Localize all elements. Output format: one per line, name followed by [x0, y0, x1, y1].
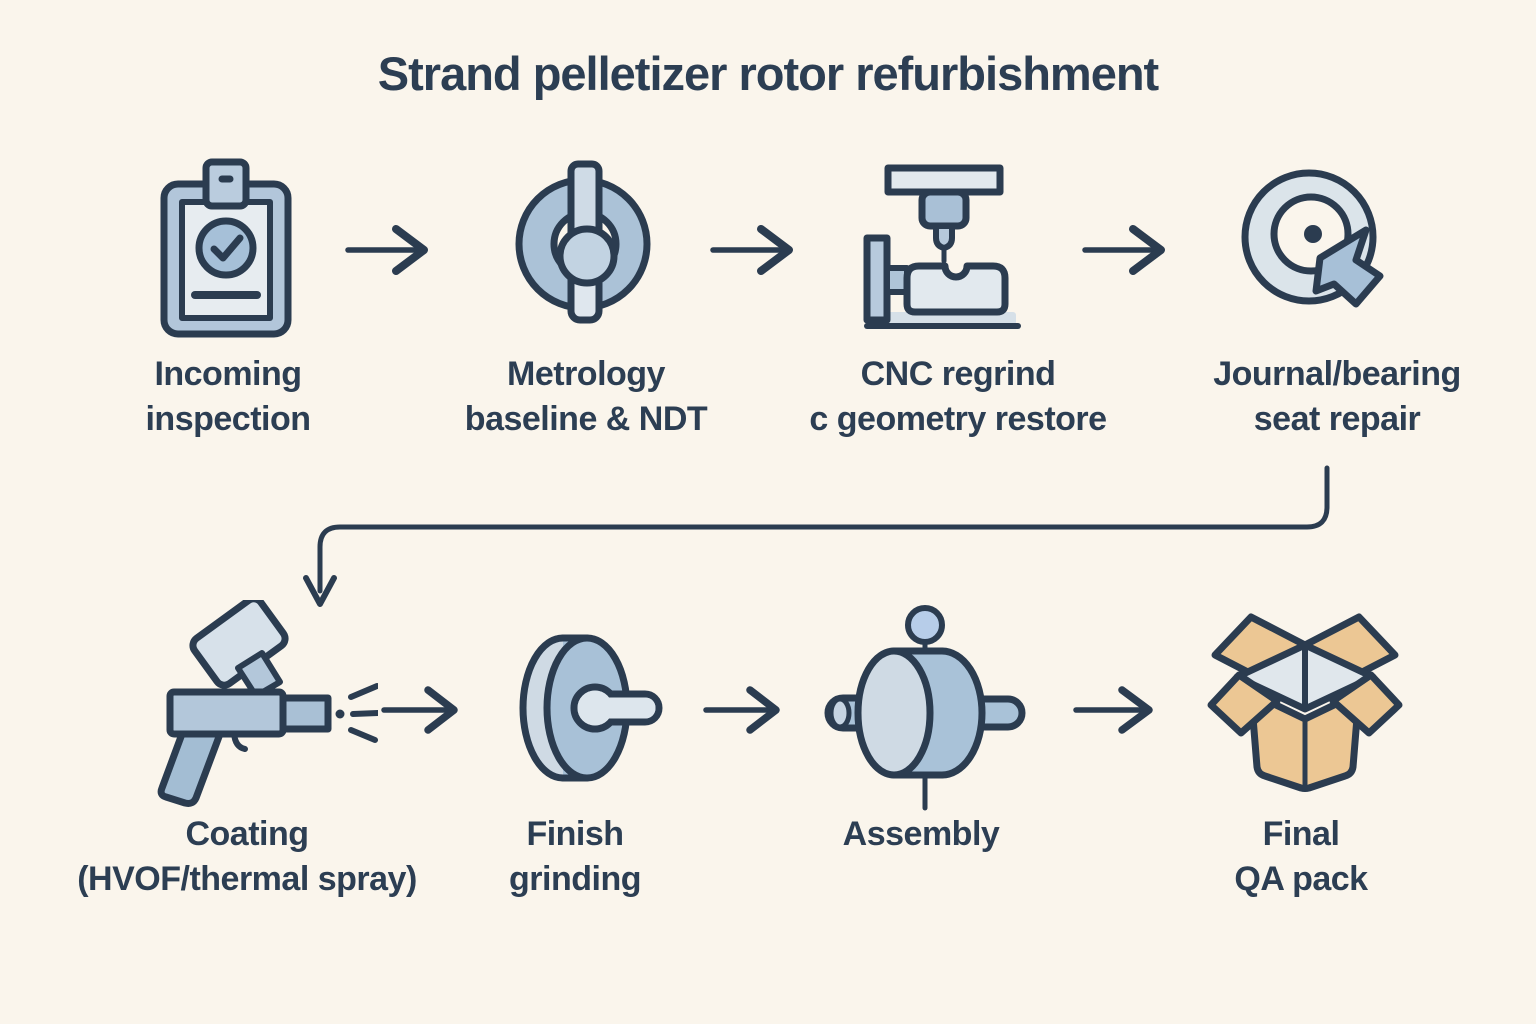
flow-arrow-icon [381, 686, 458, 734]
rotor-dial-indicator-icon [515, 160, 651, 324]
step-label-incoming-inspection: Incoming inspection [145, 355, 311, 438]
flow-arrow-icon [345, 225, 428, 275]
flow-arrow-icon [1082, 225, 1165, 275]
flow-arrow-icon [710, 225, 793, 275]
spray-gun-icon [157, 600, 378, 807]
clipboard-check-icon [160, 158, 292, 338]
step-label-final-qa-pack: Final QA pack [1234, 815, 1368, 898]
bearing-seat-repair-icon [1241, 169, 1384, 308]
rotor-assembly-icon [824, 605, 1026, 811]
step-label-coating: Coating (HVOF/thermal spray) [77, 815, 417, 898]
diagram-title: Strand pelletizer rotor refurbishment [377, 47, 1159, 100]
step-label-metrology: Metrology baseline & NDT [464, 355, 708, 438]
step-label-finish-grinding: Finish grinding [509, 815, 641, 898]
cnc-mill-icon [863, 164, 1021, 329]
step-label-cnc-regrind: CNC regrind c geometry restore [809, 355, 1107, 438]
step-label-assembly: Assembly [842, 815, 1000, 853]
flow-arrow-icon [1073, 686, 1153, 734]
flow-arrow-icon [703, 686, 780, 734]
step-label-journal-bearing: Journal/bearing seat repair [1213, 355, 1461, 438]
grinding-wheel-icon [519, 634, 663, 782]
shipping-box-icon [1207, 613, 1403, 792]
